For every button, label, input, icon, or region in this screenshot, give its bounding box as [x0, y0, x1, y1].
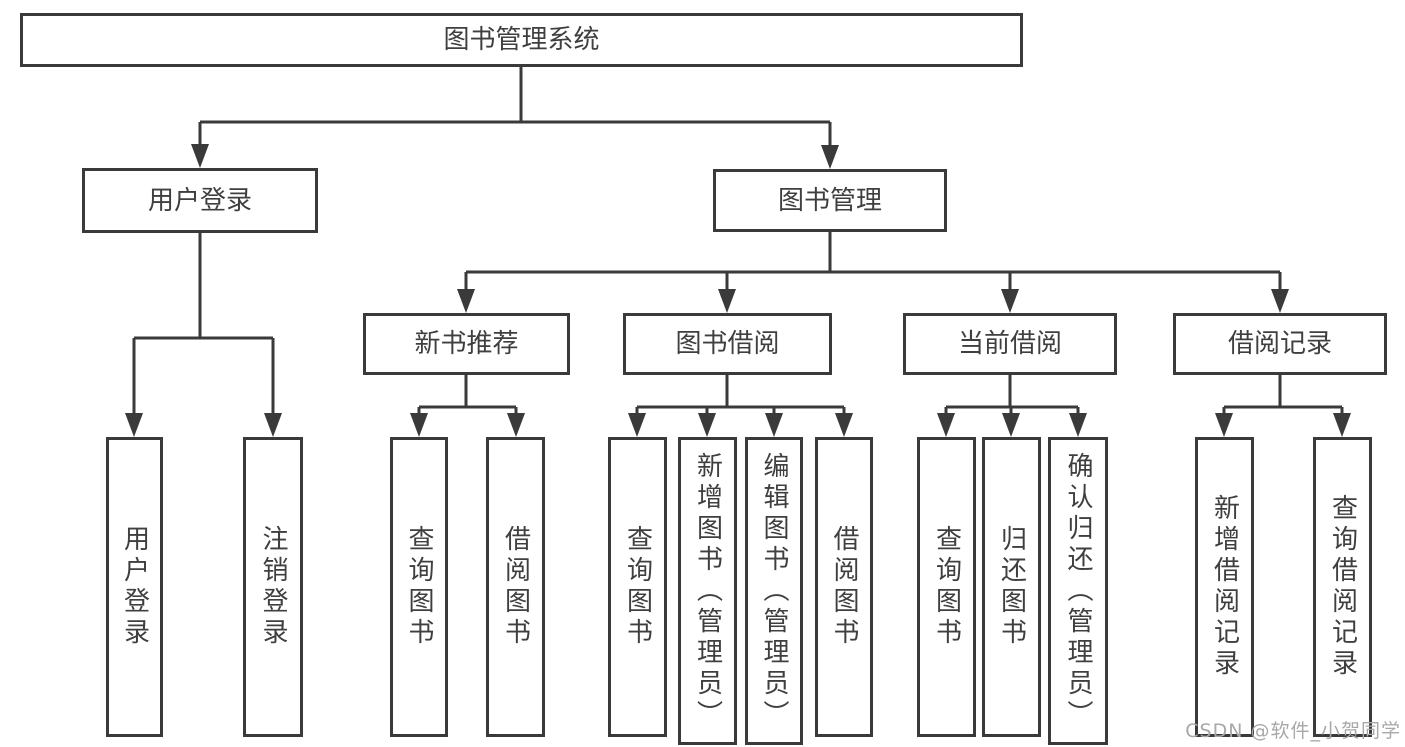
- node-borrowing-records: 借阅记录: [1173, 313, 1387, 375]
- node-borrowing-records-label: 借阅记录: [1227, 329, 1332, 359]
- leaf-borrowing-borrow: 借阅图书: [815, 437, 873, 737]
- node-root: 图书管理系统: [20, 13, 1023, 67]
- node-current-borrowing: 当前借阅: [903, 313, 1117, 375]
- leaf-current-query: 查询图书: [917, 437, 976, 737]
- leaf-user-login: 用户登录: [106, 437, 163, 737]
- leaf-newbooks-borrow-label: 借阅图书: [500, 525, 531, 649]
- node-new-book-recommend: 新书推荐: [363, 313, 570, 375]
- leaf-borrowing-query: 查询图书: [608, 437, 667, 737]
- node-user-login-label: 用户登录: [147, 185, 252, 216]
- leaf-logout-label: 注销登录: [258, 525, 288, 649]
- node-new-book-recommend-label: 新书推荐: [414, 329, 519, 359]
- node-book-management-label: 图书管理: [777, 185, 882, 216]
- leaf-borrowing-edit-admin-label: 编辑图书（管理员）: [759, 451, 789, 731]
- leaf-records-add: 新增借阅记录: [1195, 437, 1254, 737]
- node-current-borrowing-label: 当前借阅: [957, 329, 1062, 359]
- node-book-borrowing-label: 图书借阅: [675, 329, 780, 359]
- leaf-user-login-label: 用户登录: [119, 525, 150, 649]
- leaf-newbooks-query-label: 查询图书: [404, 525, 434, 649]
- node-user-login: 用户登录: [82, 168, 318, 233]
- leaf-current-query-label: 查询图书: [931, 525, 962, 649]
- leaf-borrowing-borrow-label: 借阅图书: [829, 525, 859, 649]
- leaf-records-query: 查询借阅记录: [1313, 437, 1372, 737]
- node-root-label: 图书管理系统: [443, 25, 600, 55]
- watermark: CSDN @软件_小贺同学: [1185, 720, 1401, 742]
- leaf-newbooks-query: 查询图书: [390, 437, 448, 737]
- leaf-records-query-label: 查询借阅记录: [1327, 494, 1358, 680]
- leaf-borrowing-add-admin: 新增图书（管理员）: [678, 437, 737, 745]
- leaf-current-confirm-return-admin-label: 确认归还（管理员）: [1063, 451, 1093, 731]
- leaf-current-return-label: 归还图书: [996, 525, 1027, 649]
- leaf-borrowing-edit-admin: 编辑图书（管理员）: [745, 437, 803, 745]
- node-book-management: 图书管理: [713, 169, 947, 232]
- leaf-logout: 注销登录: [243, 437, 303, 737]
- leaf-borrowing-add-admin-label: 新增图书（管理员）: [692, 451, 723, 731]
- leaf-current-confirm-return-admin: 确认归还（管理员）: [1048, 437, 1108, 745]
- leaf-records-add-label: 新增借阅记录: [1209, 494, 1240, 680]
- leaf-borrowing-query-label: 查询图书: [622, 525, 653, 649]
- leaf-newbooks-borrow: 借阅图书: [486, 437, 545, 737]
- node-book-borrowing: 图书借阅: [623, 313, 832, 375]
- leaf-current-return: 归还图书: [982, 437, 1041, 737]
